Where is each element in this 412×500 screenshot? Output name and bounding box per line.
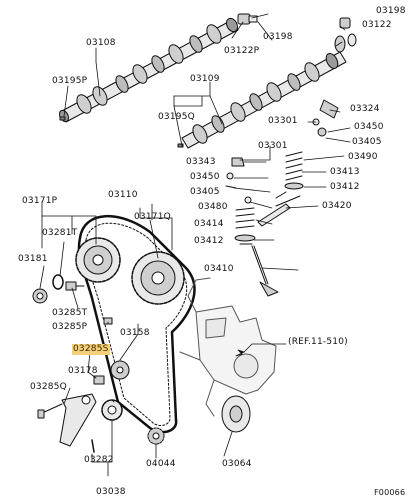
part-label-03285p: 03285P xyxy=(52,322,88,332)
engine-block-outline xyxy=(179,277,277,417)
tensioner-arm xyxy=(59,393,97,447)
valve-spring-lower xyxy=(234,207,256,245)
part-label-03414: 03414 xyxy=(194,219,224,229)
part-label-03413: 03413 xyxy=(330,167,360,177)
timing-belt xyxy=(77,214,196,434)
part-label-03301-a: 03301 xyxy=(268,116,298,126)
bolt-03285t xyxy=(65,281,85,291)
part-label-03480: 03480 xyxy=(198,202,228,212)
tensioner-pulley xyxy=(110,360,130,380)
part-label-03450-b: 03450 xyxy=(190,172,220,182)
part-label-03405-b: 03405 xyxy=(190,187,220,197)
part-label-03122p: 03122P xyxy=(224,46,260,56)
part-label-03064: 03064 xyxy=(222,459,252,469)
part-label-03158: 03158 xyxy=(120,328,150,338)
figure-code: F00066 xyxy=(374,488,406,497)
part-label-03171p: 03171P xyxy=(22,196,58,206)
plug-03198-top xyxy=(237,13,258,25)
part-label-03038: 03038 xyxy=(96,487,126,497)
part-label-03198-top: 03198 xyxy=(376,6,406,16)
part-label-03412-b: 03412 xyxy=(194,236,224,246)
bolt-03178 xyxy=(93,375,105,385)
part-label-03410: 03410 xyxy=(204,264,234,274)
camshaft-lower xyxy=(181,51,347,149)
part-label-03343: 03343 xyxy=(186,157,216,167)
part-label-03110: 03110 xyxy=(108,190,138,200)
seal-03181 xyxy=(32,288,48,304)
bolt-03285q xyxy=(37,403,63,419)
part-label-03412-a: 03412 xyxy=(330,182,360,192)
part-label-03301-b: 03301 xyxy=(258,141,288,151)
camshaft-upper xyxy=(58,17,239,123)
valve-spring-upper xyxy=(257,151,304,227)
cam-sprocket-left xyxy=(75,237,121,283)
part-label-03198-mid: 03198 xyxy=(263,32,293,42)
part-label-03324: 03324 xyxy=(350,104,380,114)
part-label-03285q: 03285Q xyxy=(30,382,67,392)
part-label-03282: 03282 xyxy=(84,455,114,465)
part-label-03405-a: 03405 xyxy=(352,137,382,147)
part-label-03109: 03109 xyxy=(190,74,220,84)
valve-stem xyxy=(251,245,279,297)
ring-03281t xyxy=(52,274,64,290)
crank-sprocket xyxy=(101,399,123,421)
part-label-03195p: 03195P xyxy=(52,76,88,86)
part-label-03281t: 03281T xyxy=(42,228,78,238)
part-label-03450-a: 03450 xyxy=(354,122,384,132)
idler-pulley xyxy=(147,427,165,445)
tappet-cluster xyxy=(225,157,252,204)
part-label-03285s-highlighted: 03285S xyxy=(72,344,110,355)
cover-03064 xyxy=(221,395,251,433)
part-label-03181: 03181 xyxy=(18,254,48,264)
reference-callout: (REF.11-510) xyxy=(288,337,348,347)
seal-03122 xyxy=(334,17,357,53)
part-label-03122: 03122 xyxy=(362,20,392,30)
part-label-03490: 03490 xyxy=(348,152,378,162)
cam-sprocket-right xyxy=(131,251,185,305)
leader-lines xyxy=(39,13,351,477)
part-label-03285t: 03285T xyxy=(52,308,88,318)
part-label-03178: 03178 xyxy=(68,366,98,376)
part-label-03195q: 03195Q xyxy=(158,112,195,122)
part-label-04044: 04044 xyxy=(146,459,176,469)
part-label-03420: 03420 xyxy=(322,201,352,211)
part-label-03108: 03108 xyxy=(86,38,116,48)
part-label-03171q: 03171Q xyxy=(134,212,171,222)
